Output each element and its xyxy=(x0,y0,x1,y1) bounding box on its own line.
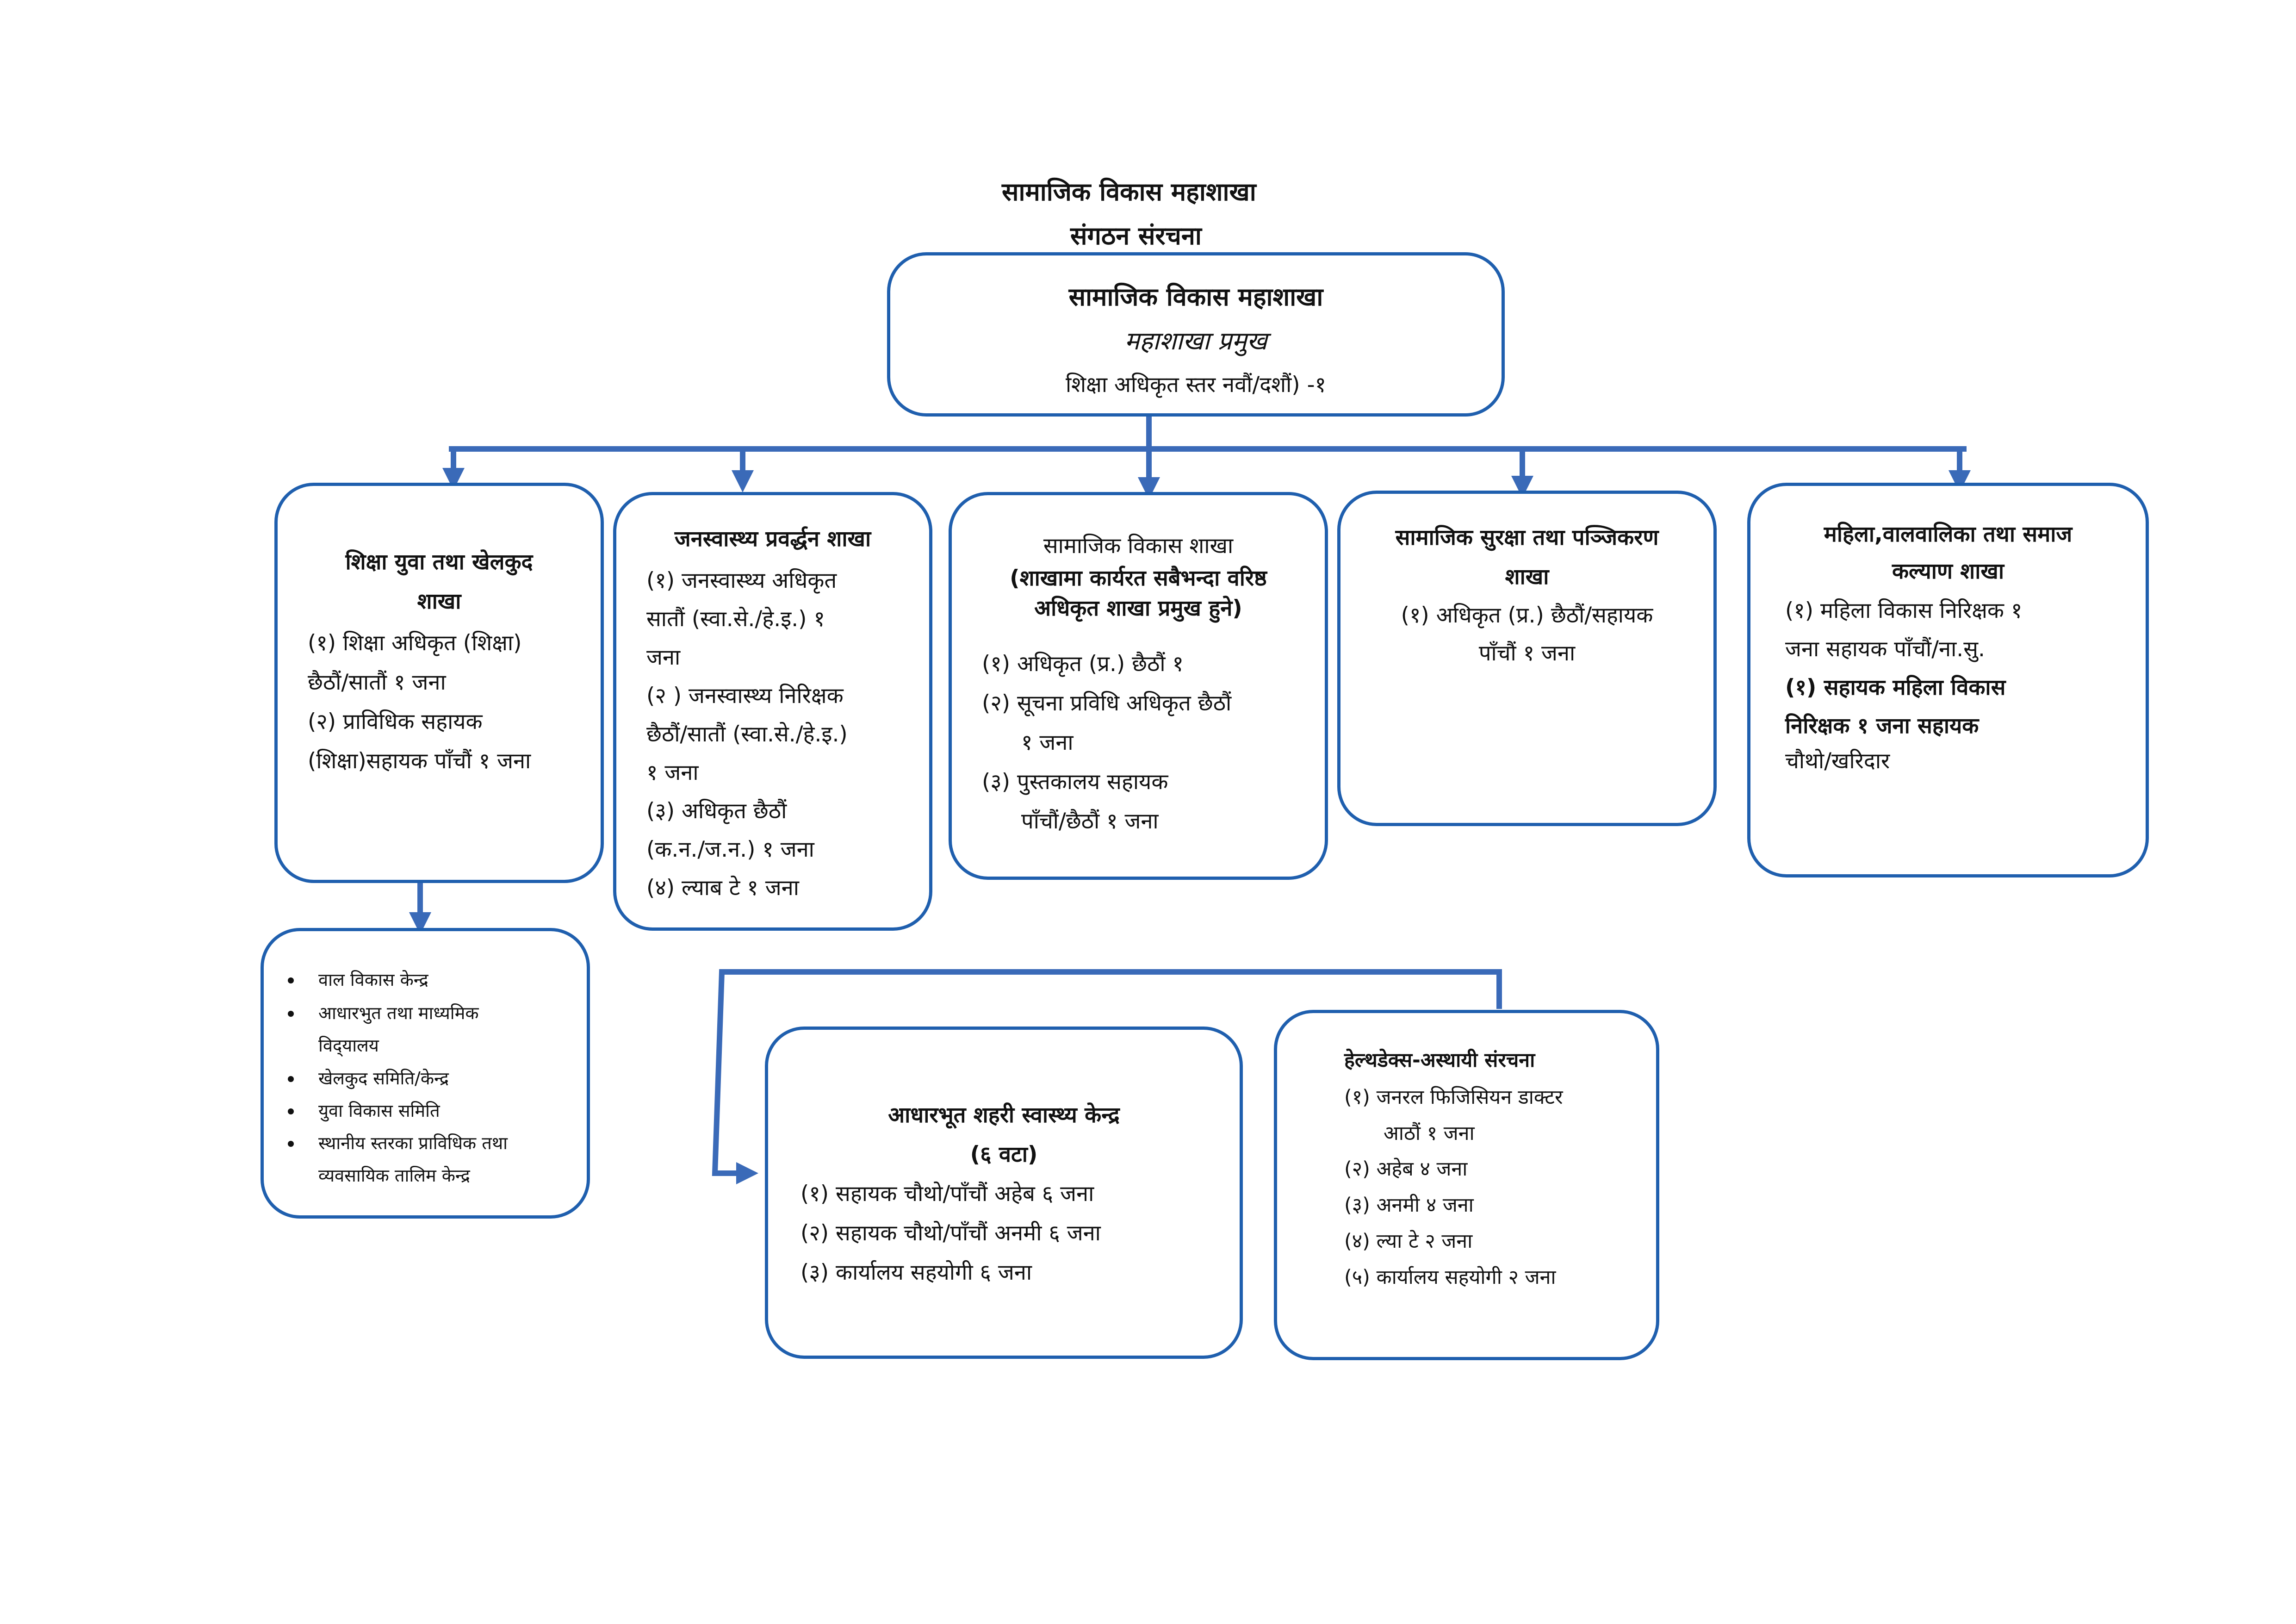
branch-education-title-1: शिक्षा युवा तथा खेलकुद xyxy=(345,549,533,575)
education-unit-item-cont: विद्‌यालय xyxy=(318,1035,379,1056)
top-box-subtitle: महाशाखा प्रमुख xyxy=(1124,326,1267,355)
health-desk-line: (३) अनमी ४ जना xyxy=(1344,1194,1474,1217)
branch-women-line: (१) सहायक महिला विकास xyxy=(1785,675,2006,700)
branch-social-dev-line: पाँचौं/छैठौं १ जना xyxy=(1021,809,1159,834)
education-unit-item: खेलकुद समिति/केन्द्र xyxy=(318,1068,449,1089)
branch-health-promotion-line: (४) ल्याब टे १ जना xyxy=(646,875,799,901)
health-desk-line: (२) अहेब ४ जना xyxy=(1344,1157,1468,1181)
education-unit-item: वाल विकास केन्द्र xyxy=(318,970,428,990)
health-desk-line: (४) ल्या टे २ जना xyxy=(1344,1230,1473,1253)
branch-social-security-line: (१) अधिकृत (प्र.) छैठौं/सहायक xyxy=(1401,603,1653,628)
branch-social-dev-title-2: (शाखामा कार्यरत सबैभन्दा वरिष्ठ xyxy=(1010,566,1267,591)
branch-health-promotion-line: (१) जनस्वास्थ्य अधिकृत xyxy=(646,568,837,593)
health-desk-title: हेल्थडेक्स-अस्थायी संरचना xyxy=(1344,1049,1535,1072)
education-units-box: वाल विकास केन्द्र आधारभुत तथा माध्यमिक व… xyxy=(261,928,590,1219)
branch-social-security-box: सामाजिक सुरक्षा तथा पञ्जिकरण शाखा (१) अध… xyxy=(1337,491,1717,826)
branch-education-line: छैठौं/सातौं १ जना xyxy=(308,670,446,695)
top-box-title: सामाजिक विकास महाशाखा xyxy=(1068,282,1323,311)
page-title-line1: सामाजिक विकास महाशाखा xyxy=(1002,177,1256,206)
urban-health-line: (३) कार्यालय सहयोगी ६ जना xyxy=(800,1260,1032,1285)
urban-health-box: आधारभूत शहरी स्वास्थ्य केन्द्र (६ वटा) (… xyxy=(765,1027,1243,1359)
branch-health-promotion-line: छैठौं/सातौं (स्वा.से./हे.इ.) xyxy=(646,722,848,747)
branch-social-dev-title-3: अधिकृत शाखा प्रमुख हुने) xyxy=(1034,596,1242,621)
education-unit-item: स्थानीय स्तरका प्राविधिक तथा xyxy=(318,1133,508,1153)
education-unit-item: युवा विकास समिति xyxy=(318,1101,440,1121)
branch-health-promotion-line: १ जना xyxy=(646,760,699,785)
branch-health-promotion-box: जनस्वास्थ्य प्रवर्द्धन शाखा (१) जनस्वास्… xyxy=(613,492,932,931)
health-desk-line: (१) जनरल फिजिसियन डाक्टर xyxy=(1344,1086,1563,1109)
branch-education-title-2: शाखा xyxy=(417,589,461,614)
education-unit-item: आधारभुत तथा माध्यमिक xyxy=(318,1003,479,1023)
branch-education-line: (१) शिक्षा अधिकृत (शिक्षा) xyxy=(308,630,522,656)
branch-social-dev-line: (३) पुस्तकालय सहायक xyxy=(982,769,1168,795)
branch-health-promotion-line: सातौं (स्वा.से./हे.इ.) १ xyxy=(646,606,825,632)
health-desk-box: हेल्थडेक्स-अस्थायी संरचना (१) जनरल फिजिस… xyxy=(1274,1010,1659,1360)
urban-health-line: (२) सहायक चौथो/पाँचौं अनमी ६ जना xyxy=(800,1220,1101,1246)
branch-social-security-title-2: शाखा xyxy=(1505,564,1549,590)
bullet-icon xyxy=(288,1076,294,1082)
branch-health-promotion-line: (क.न./ज.न.) १ जना xyxy=(646,837,814,862)
branch-social-security-title-1: सामाजिक सुरक्षा तथा पञ्जिकरण xyxy=(1395,525,1659,550)
health-desk-line: (५) कार्यालय सहयोगी २ जना xyxy=(1344,1266,1556,1289)
branch-health-promotion-title: जनस्वास्थ्य प्रवर्द्धन शाखा xyxy=(674,526,871,552)
branch-women-title-2: कल्याण शाखा xyxy=(1892,559,2004,584)
branch-health-promotion-line: (२ ) जनस्वास्थ्य निरिक्षक xyxy=(646,683,844,709)
top-box-detail: शिक्षा अधिकृत स्तर नवौं/दशौं) -१ xyxy=(1066,372,1326,398)
branch-social-dev-line: (१) अधिकृत (प्र.) छैठौं १ xyxy=(982,651,1184,677)
branch-education-line: (शिक्षा)सहायक पाँचौं १ जना xyxy=(308,748,531,774)
bullet-icon xyxy=(288,1011,294,1017)
branch-women-title-1: महिला,वालवालिका तथा समाज xyxy=(1824,522,2073,547)
branch-social-dev-title-1: सामाजिक विकास शाखा xyxy=(1043,533,1234,559)
branch-education-line: (२) प्राविधिक सहायक xyxy=(308,709,483,734)
branch-women-line: चौथो/खरिदार xyxy=(1785,748,1890,774)
education-unit-item-cont: व्यवसायिक तालिम केन्द्र xyxy=(318,1165,470,1186)
top-box-division-head: सामाजिक विकास महाशाखा महाशाखा प्रमुख शिक… xyxy=(887,252,1505,417)
branch-health-promotion-line: जना xyxy=(646,645,681,670)
branch-women-box: महिला,वालवालिका तथा समाज कल्याण शाखा (१)… xyxy=(1747,483,2149,877)
branch-education-box: शिक्षा युवा तथा खेलकुद शाखा (१) शिक्षा अ… xyxy=(274,483,604,883)
page-title-line2: संगठन संरचना xyxy=(1070,221,1202,250)
bullet-icon xyxy=(288,977,294,983)
branch-women-line: निरिक्षक १ जना सहायक xyxy=(1785,713,1979,739)
branch-women-line: जना सहायक पाँचौं/ना.सु. xyxy=(1785,636,1985,662)
branch-social-dev-line: १ जना xyxy=(1021,730,1074,755)
branch-social-security-line: पाँचौं १ जना xyxy=(1478,641,1576,666)
urban-health-line: (१) सहायक चौथो/पाँचौं अहेब ६ जना xyxy=(800,1181,1094,1207)
bullet-icon xyxy=(288,1108,294,1114)
branch-social-dev-box: सामाजिक विकास शाखा (शाखामा कार्यरत सबैभन… xyxy=(949,492,1328,880)
urban-health-count: (६ वटा) xyxy=(970,1142,1038,1167)
branch-health-promotion-line: (३) अधिकृत छैठौं xyxy=(646,798,787,824)
bullet-icon xyxy=(288,1141,294,1147)
branch-social-dev-line: (२) सूचना प्रविधि अधिकृत छैठौं xyxy=(982,691,1232,716)
branch-women-line: (१) महिला विकास निरिक्षक १ xyxy=(1785,598,2023,623)
urban-health-title: आधारभूत शहरी स्वास्थ्य केन्द्र xyxy=(888,1102,1120,1128)
health-desk-line: आठौं १ जना xyxy=(1384,1122,1475,1145)
